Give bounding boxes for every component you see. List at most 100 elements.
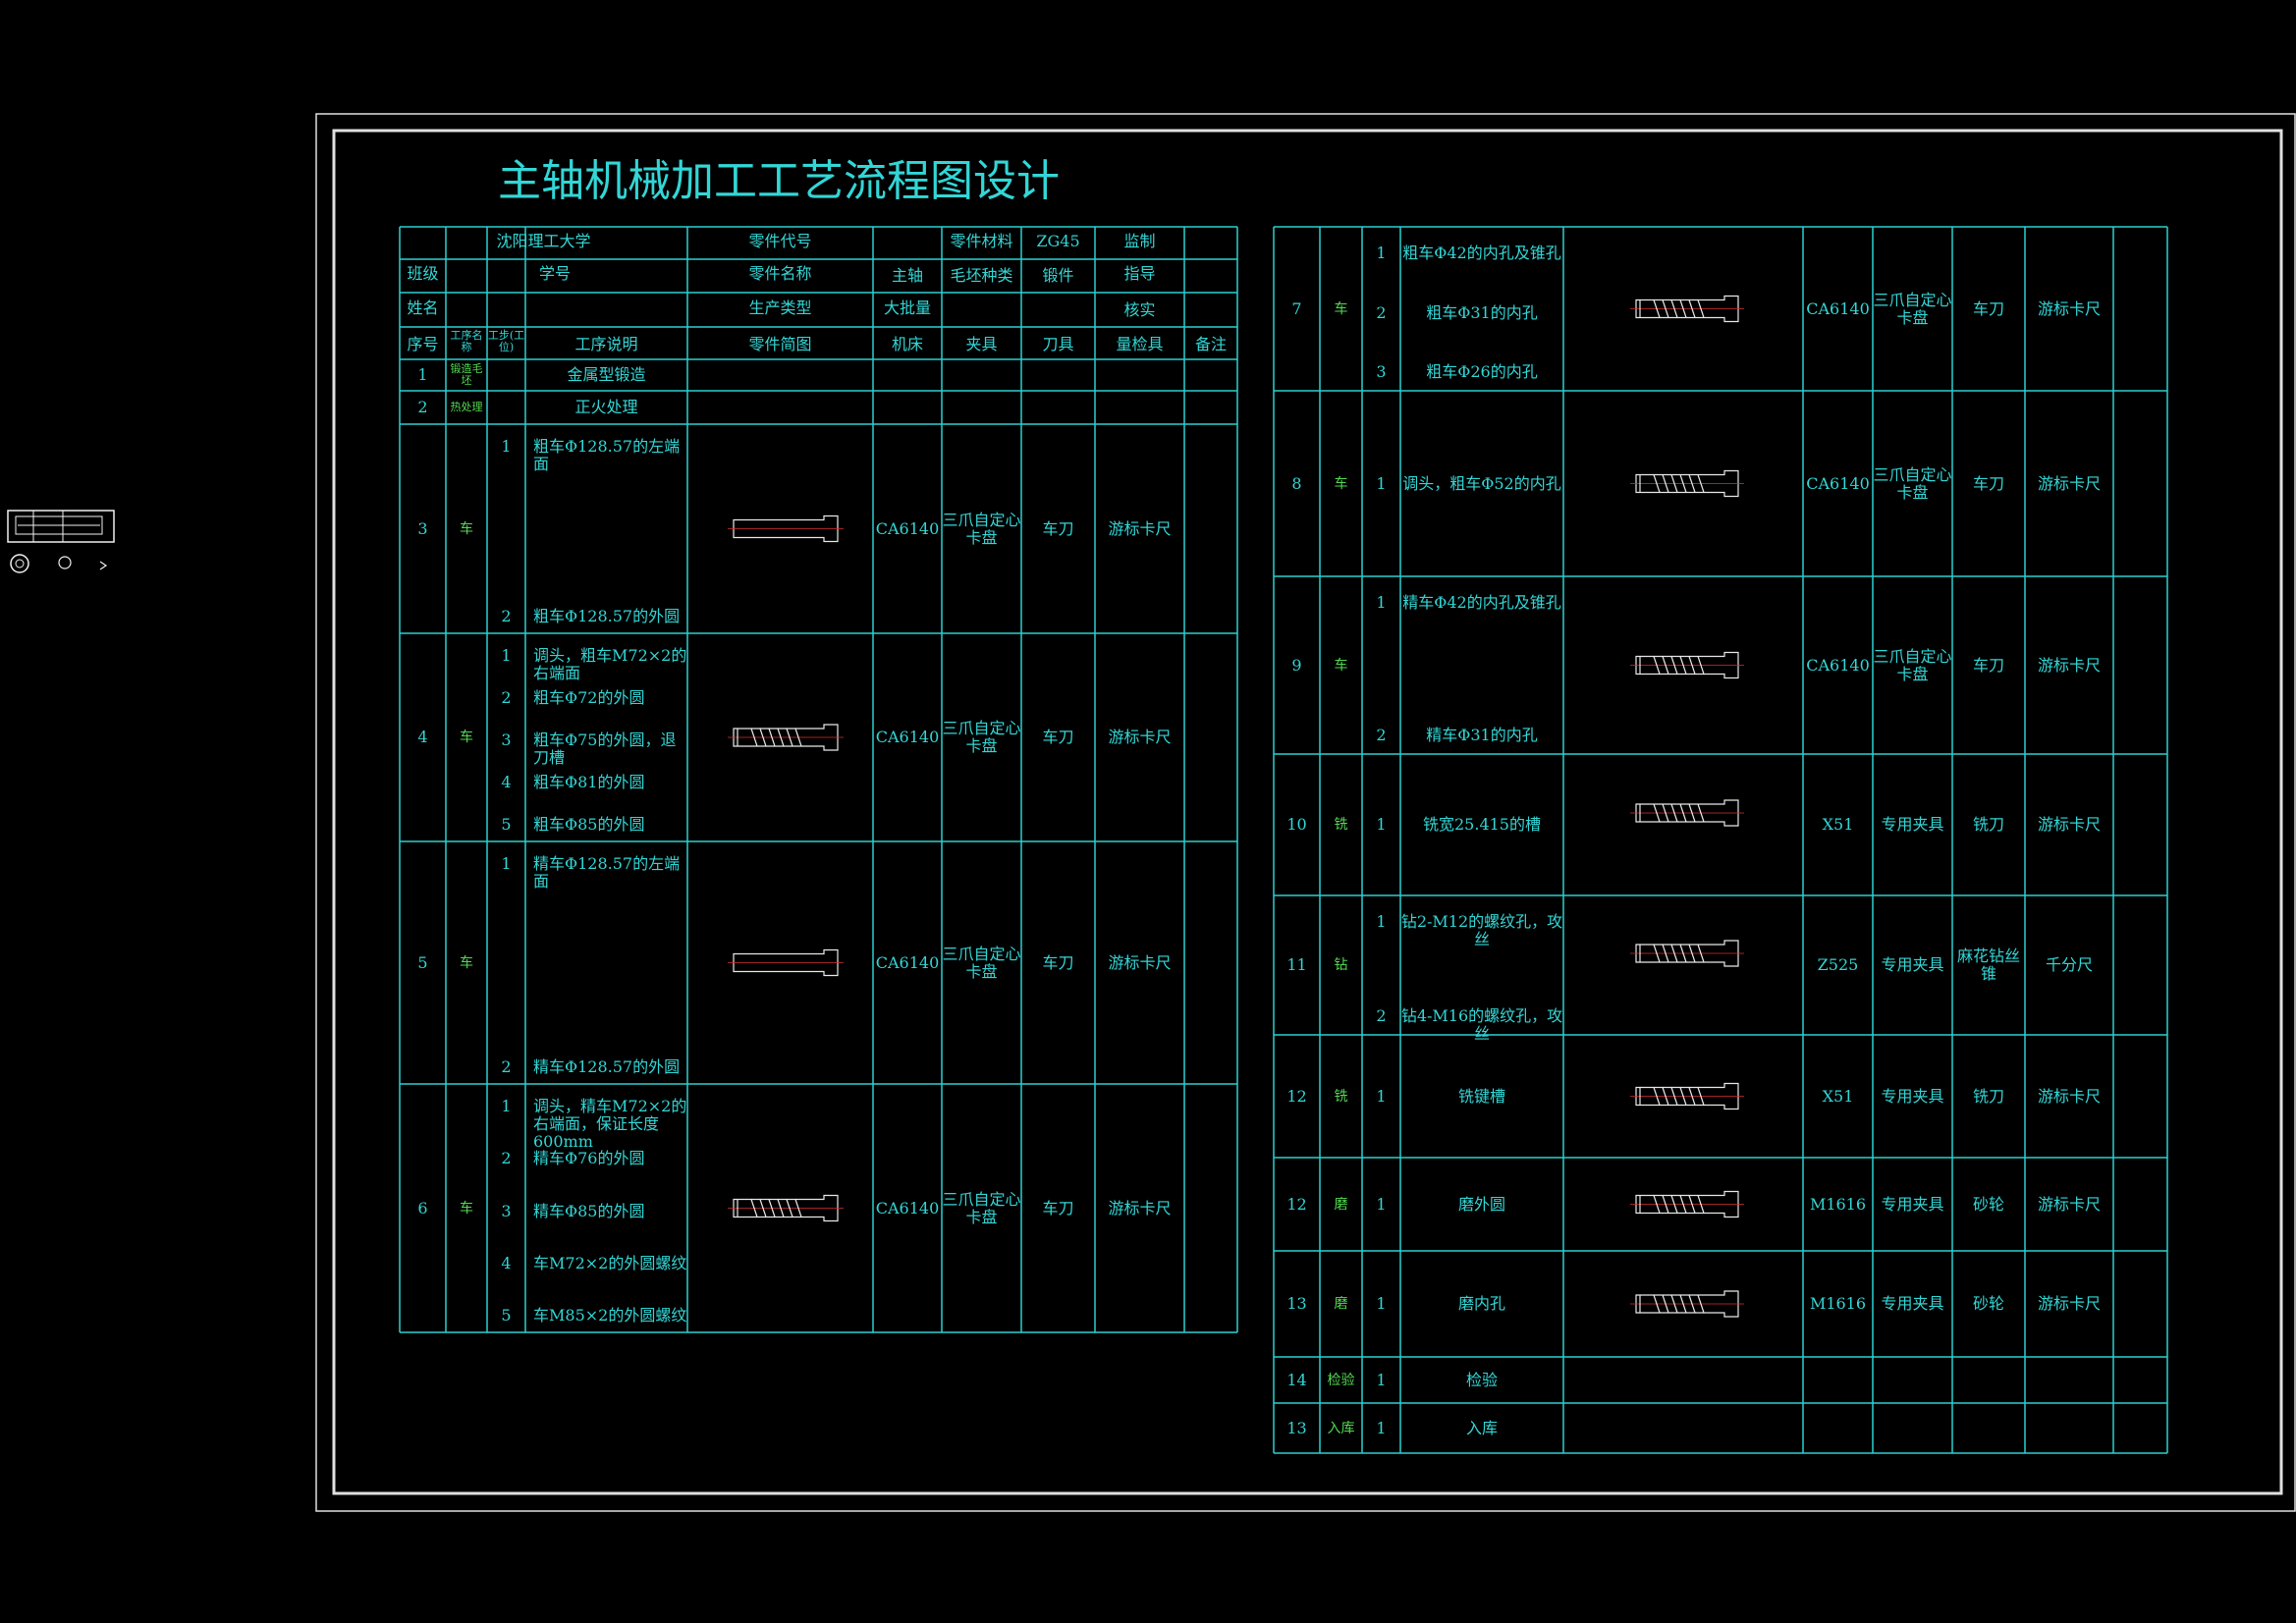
row-seq: 1 (400, 359, 446, 391)
step-no-text: 2 (501, 1149, 512, 1168)
drawn-label: 监制 (1095, 233, 1184, 250)
step-no: 1 (487, 647, 525, 665)
row-tool-text: 车刀 (1042, 952, 1074, 972)
part-name-label-text: 零件名称 (748, 264, 812, 283)
row-fixture: 三爪自定心卡盘 (942, 841, 1021, 1084)
row-seq: 12 (1274, 1035, 1320, 1158)
row-fixture: 专用夹具 (1873, 1255, 1952, 1353)
step-text-text: 铣键槽 (1457, 1086, 1505, 1106)
step-no-text: 2 (501, 607, 512, 625)
row-machine: CA6140 (1803, 227, 1873, 391)
col-seq-text: 序号 (407, 335, 439, 353)
col-sketch: 零件简图 (687, 336, 873, 353)
row-fixture-text: 三爪自定心卡盘 (1873, 646, 1952, 683)
row-gauge-text: 游标卡尺 (2037, 298, 2101, 318)
step-text-text: 粗车Φ72的外圆 (533, 688, 645, 707)
row-seq: 3 (400, 424, 446, 633)
row-fixture: 三爪自定心卡盘 (1873, 395, 1952, 572)
row-machine: CA6140 (873, 424, 942, 633)
step-no-text: 1 (1376, 1294, 1387, 1313)
row-fixture: 专用夹具 (1873, 1162, 1952, 1247)
step-text-text: 磨内孔 (1457, 1294, 1505, 1313)
row-gauge: 游标卡尺 (2025, 1035, 2113, 1158)
step-no: 2 (1362, 1007, 1400, 1025)
step-no: 3 (487, 1202, 525, 1220)
row-gauge-text: 游标卡尺 (2037, 473, 2101, 493)
row-seq-text: 8 (1291, 473, 1302, 493)
row-tool: 车刀 (1021, 1084, 1095, 1332)
shaft-sketch (728, 724, 844, 751)
row-seq-text: 11 (1286, 955, 1307, 974)
step-no: 5 (487, 1307, 525, 1325)
row-gauge: 游标卡尺 (2025, 576, 2113, 754)
step-no-text: 1 (501, 854, 512, 873)
col-machine: 机床 (873, 336, 942, 353)
step-no-text: 1 (501, 1097, 512, 1115)
part-name-label: 零件名称 (687, 265, 873, 283)
row-fixture-text: 三爪自定心卡盘 (942, 719, 1021, 755)
row-seq-text: 12 (1286, 1194, 1307, 1214)
col-sketch-text: 零件简图 (748, 335, 812, 353)
row-tool-text: 砂轮 (1972, 1294, 2004, 1313)
row-seq: 2 (400, 391, 446, 424)
row-tool-text: 麻花钻丝锥 (1956, 947, 2020, 983)
step-no-text: 1 (1376, 473, 1387, 493)
drawing-title: 主轴机械加工工艺流程图设计 (498, 156, 1060, 206)
row-seq: 14 (1274, 1357, 1320, 1403)
step-no: 3 (487, 731, 525, 749)
step-no: 1 (1362, 244, 1400, 262)
row-tool: 砂轮 (1952, 1158, 2025, 1251)
step-text: 粗车Φ85的外圆 (533, 816, 690, 834)
step-text-text: 检验 (1465, 1370, 1498, 1389)
step-text: 磨外圆 (1400, 1195, 1563, 1214)
row-op-name: 车 (1320, 227, 1362, 391)
row-machine: M1616 (1803, 1251, 1873, 1357)
step-no-text: 5 (501, 815, 512, 834)
row-op-name-text: 锻造毛坯 (450, 362, 483, 387)
step-text-text: 粗车Φ128.57的左端面 (533, 437, 681, 473)
part-sketches (728, 295, 1744, 1318)
row-seq-text: 2 (417, 398, 428, 416)
row-machine-text: M1616 (1809, 1194, 1867, 1214)
row-gauge-text: 游标卡尺 (1108, 1198, 1172, 1217)
row-fixture-text: 三爪自定心卡盘 (1873, 464, 1952, 502)
step-text-text: 调头，粗车Φ52的内孔 (1402, 473, 1561, 493)
row-op-name-text: 钻 (1334, 957, 1348, 973)
shaft-sketch (1630, 295, 1744, 323)
row-gauge: 游标卡尺 (2025, 227, 2113, 391)
step-no: 1 (487, 855, 525, 873)
step-text-text: 粗车Φ85的外圆 (533, 815, 645, 834)
step-no-text: 3 (501, 730, 512, 749)
row-seq: 12 (1274, 1158, 1320, 1251)
part-code-label-text: 零件代号 (748, 232, 812, 250)
row-gauge: 千分尺 (2025, 895, 2113, 1035)
shaft-sketch (728, 514, 844, 543)
row-fixture-text: 专用夹具 (1881, 815, 1944, 834)
class-label-text: 班级 (407, 264, 439, 283)
step-text-text: 精车Φ76的外圆 (533, 1149, 645, 1168)
blank-type-label: 毛坯种类 (942, 267, 1021, 285)
row-op-name: 钻 (1320, 895, 1362, 1035)
step-no: 2 (1362, 303, 1400, 322)
row-machine: CA6140 (1803, 576, 1873, 754)
row-seq: 10 (1274, 754, 1320, 895)
step-text-text: 粗车Φ128.57的外圆 (533, 607, 681, 625)
step-no-text: 1 (1376, 912, 1387, 931)
col-tool-text: 刀具 (1042, 335, 1074, 353)
row-gauge: 游标卡尺 (1095, 633, 1184, 841)
step-no-text: 2 (1376, 726, 1387, 744)
row-op-name: 检验 (1320, 1357, 1362, 1403)
row-machine: M1616 (1803, 1158, 1873, 1251)
check-label-text: 核实 (1123, 300, 1156, 319)
row-gauge-text: 游标卡尺 (1108, 518, 1172, 538)
step-text: 粗车Φ26的内孔 (1400, 363, 1563, 381)
col-fixture: 夹具 (942, 336, 1021, 353)
row-machine: X51 (1803, 1035, 1873, 1158)
step-text-text: 铣宽25.415的槽 (1423, 815, 1541, 834)
step-text: 车M72×2的外圆螺纹 (533, 1254, 690, 1272)
step-no: 1 (1362, 1371, 1400, 1389)
row-op-name-text: 磨 (1334, 1196, 1348, 1213)
row-tool-text: 车刀 (1042, 1198, 1074, 1217)
row-op-desc: 正火处理 (525, 391, 687, 424)
row-tool-text: 车刀 (1042, 518, 1074, 538)
